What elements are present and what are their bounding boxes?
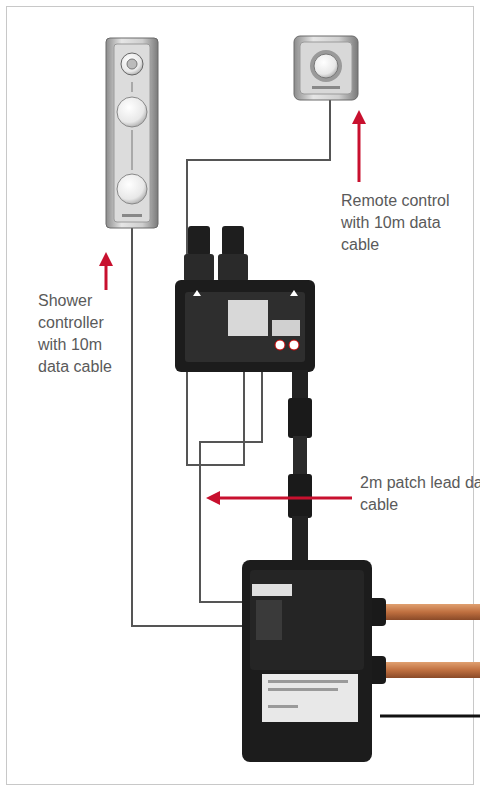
copper-pipes [360, 598, 480, 716]
callout-label: 2m patch lead data cable [360, 472, 480, 516]
callout-label: Remote control with 10m data cable [341, 190, 461, 256]
patch-lead-connector [288, 370, 312, 562]
junction-box [175, 226, 315, 372]
processing-unit [242, 560, 372, 762]
remote-control [294, 36, 358, 100]
callout-label: Shower controller with 10m data cable [38, 290, 120, 378]
callout-arrows [99, 110, 366, 505]
shower-controller [106, 38, 158, 228]
data-wires [132, 100, 330, 626]
